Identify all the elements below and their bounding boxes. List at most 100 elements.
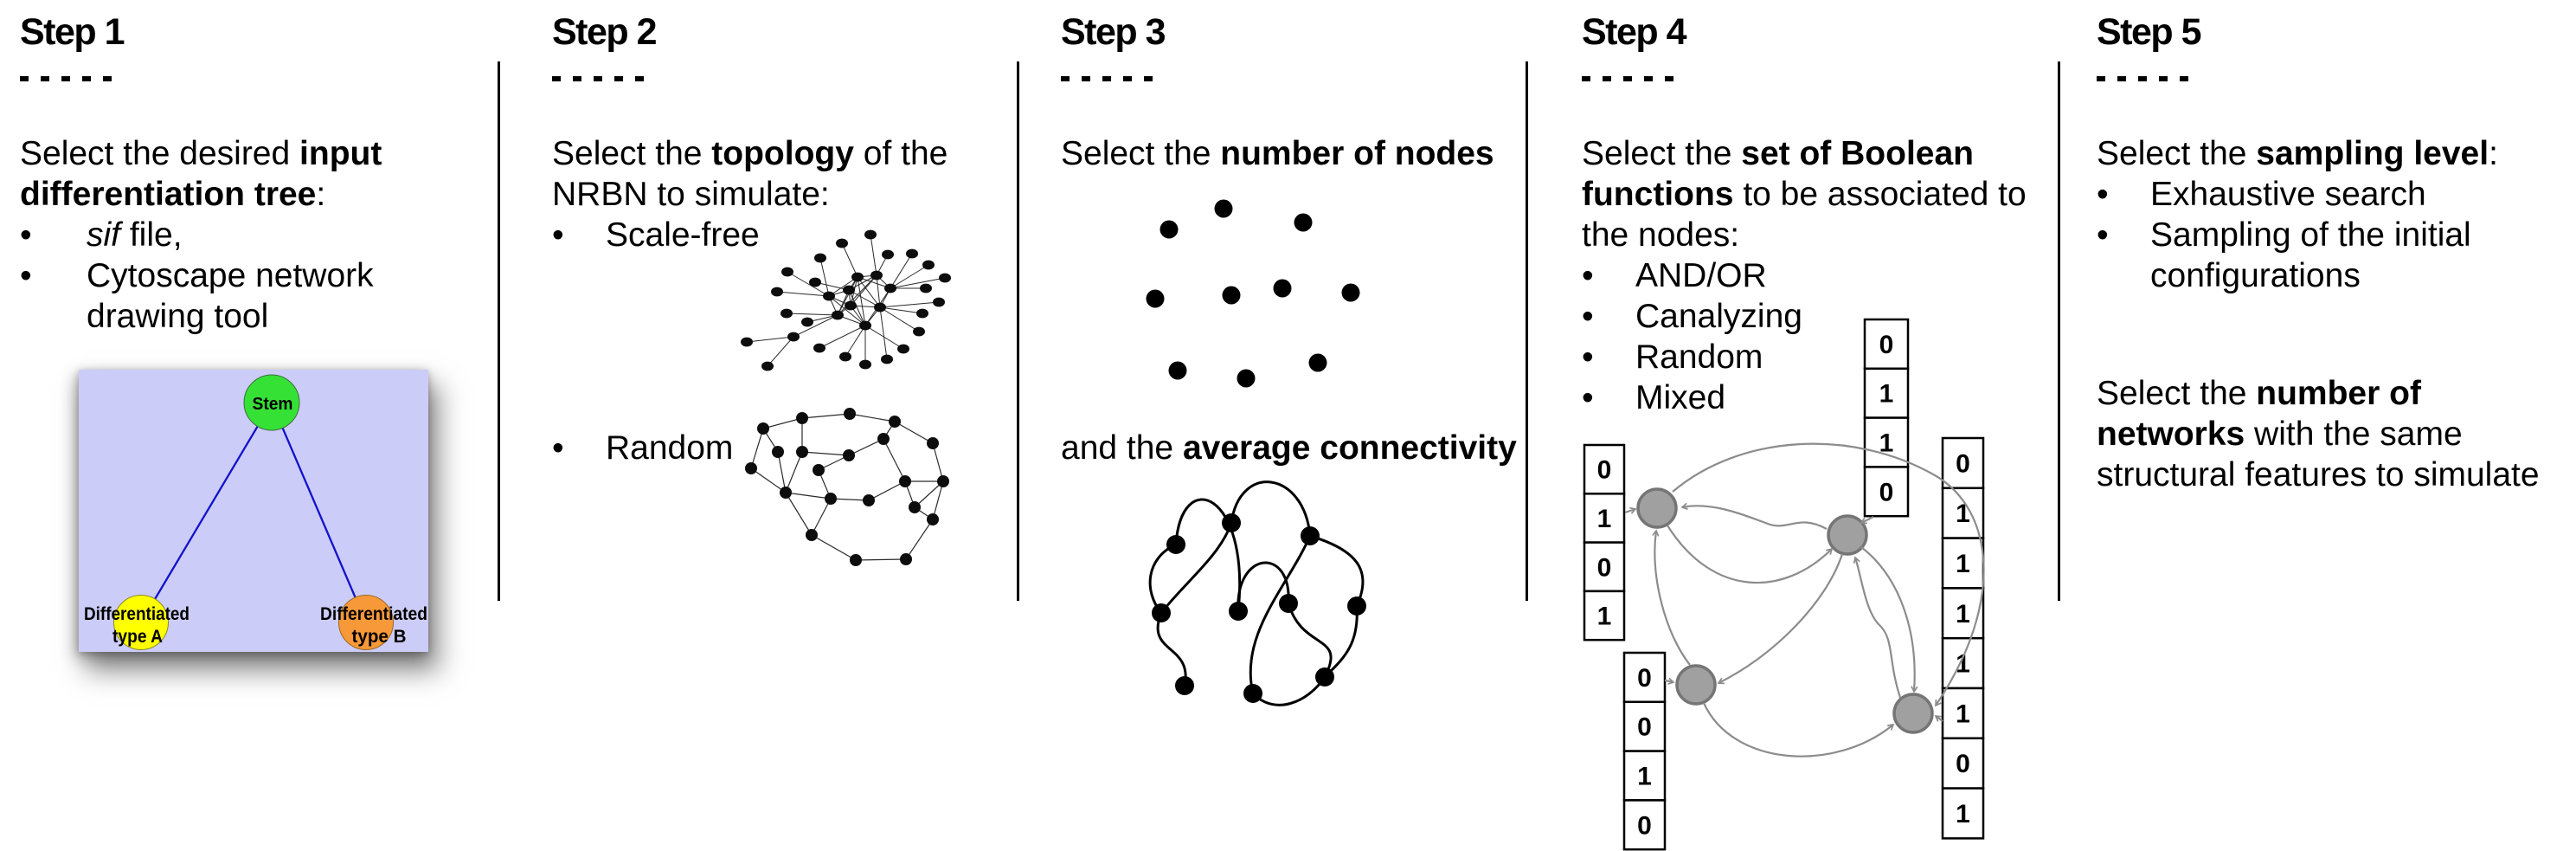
network-edge [801,413,851,419]
connectivity-node [1175,676,1194,695]
truth-table-value: 1 [1956,550,1970,578]
truth-table-value: 1 [1956,650,1970,679]
bullet-text: Mixed [1635,377,1725,418]
truth-table-value: 0 [1879,331,1894,359]
text-segment: Canalyzing [1635,298,1802,335]
step5-bullet-list: •Exhaustive search• Sampling of the initi… [2097,174,2471,296]
network-node [882,249,894,260]
truth-table-cell [1583,443,1626,495]
network-node [843,285,855,295]
text-segment: Sampling of the initial [2150,216,2471,254]
network-edge [750,467,787,493]
step5-title: Step 5 [2097,11,2202,53]
bullet-item: •AND/OR [1582,255,1802,296]
tree-edge [270,402,368,623]
step4-bullet-list: •AND/OR•Canalyzing•Random•Mixed [1582,255,1802,418]
text-line: Cytoscape network [87,255,374,296]
bullet-item: • Scale-free [552,215,760,255]
connectivity-edge [1251,675,1327,706]
text-line: functions to be associated to [1582,174,2027,215]
text-line: Random [606,428,733,468]
network-node [909,501,921,513]
network-node [916,308,928,319]
network-edge [914,480,944,508]
text-line: networks with the same [2097,414,2540,455]
text-segment: NRBN to simulate: [552,176,830,213]
connectivity-node [1243,684,1262,703]
text-segment: Select the [1582,135,1742,172]
network-node [913,326,925,337]
truth-table-cell [1622,799,1667,851]
bullet-icon: • [2097,176,2109,213]
text-line: configurations [2150,255,2471,296]
truth-table-value: 0 [1637,713,1652,742]
bullet-icon: • [20,216,32,254]
network-node [859,320,871,331]
connectivity-edge [1308,534,1365,608]
truth-table-cell [1941,587,1985,640]
bullet-icon: • [1582,338,1594,376]
network-node [761,361,774,371]
truth-table-cell [1941,436,1985,490]
text-line: sif file, [87,215,183,255]
text-line: Select the set of Boolean [1582,133,2027,174]
network-node [933,297,945,307]
text-segment: Mixed [1635,379,1726,416]
network-edge [849,413,896,422]
truth-table-value: 1 [1597,603,1612,631]
network-edge [811,498,832,536]
truth-table-value: 0 [1597,456,1612,485]
text-line: Random [1635,337,1763,377]
bullet-icon: • [1582,298,1594,335]
connectivity-node [1152,603,1171,622]
network-edge [828,295,866,326]
node-dot [1146,289,1165,308]
network-edge [841,242,858,278]
truth-table-value: 0 [1956,449,1970,478]
bullet-item: • Random [1582,337,1802,377]
step2-bullet-scale-free: • Scale-free [552,215,760,255]
truth-table-cell [1941,487,1985,539]
network-edge [868,480,906,501]
text-line: Select the topology of the [552,133,948,174]
truth-table-cell [1583,541,1626,593]
node-dot [1341,283,1360,302]
boolean-node-a [1636,487,1678,529]
tree-node-stem [243,374,300,431]
network-node [920,283,932,293]
network-edge [848,438,884,456]
text-line: AND/OR [1635,255,1767,296]
truth-table-value: 1 [1956,600,1970,629]
step3-column: Step 3 Select the number of nodes and th… [1061,0,1526,851]
column-separator-2 [1017,61,1019,601]
network-edge [848,289,866,326]
network-edge [890,253,913,289]
network-edge [879,301,940,308]
truth-table-cell [1941,737,1985,790]
text-line: Sampling of the initial [2150,215,2471,255]
network-node [897,344,909,354]
bullet-item: •Exhaustive search [2097,174,2471,215]
text-segment: drawing tool [87,298,269,335]
text-segment: number of nodes [1220,135,1494,172]
truth-table-value: 1 [1879,380,1894,409]
bullet-text: Scale-free [606,215,760,255]
node-dot [1168,361,1187,380]
truth-table-value: 1 [1956,500,1970,528]
nodes-dots-figure [1146,199,1360,388]
node-dot [1160,220,1179,239]
network-edge [801,451,850,456]
network-node [845,300,857,311]
text-segment: : [2489,135,2498,172]
truth-table-value: 0 [1879,478,1894,506]
tree-node-type-a [113,595,169,650]
text-segment: structural features to simulate [2097,456,2540,493]
bullet-icon: • [1582,379,1594,416]
connectivity-edge [1174,498,1241,613]
text-segment: the nodes: [1582,216,1740,254]
bullet-icon: • [552,216,564,254]
text-segment: number of [2256,375,2421,412]
